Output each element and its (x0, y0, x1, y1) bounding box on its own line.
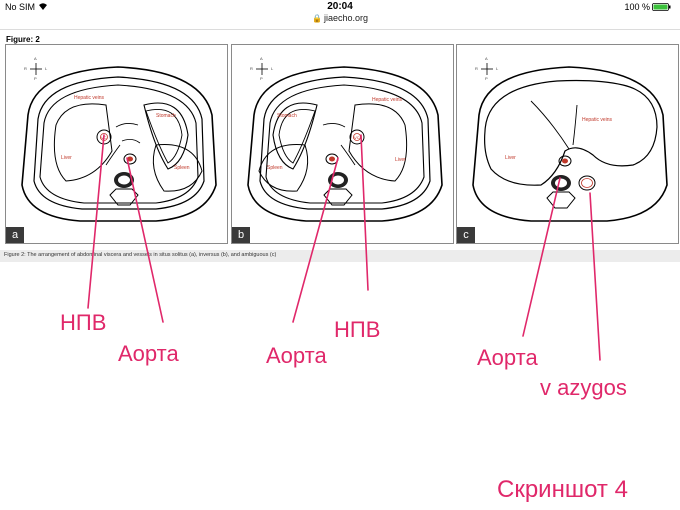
annotation-ivc-b: НПВ (334, 317, 381, 342)
line-aorta-a (126, 157, 164, 323)
compass-left: L (271, 66, 274, 71)
label-liver: Liver (505, 155, 516, 161)
line-ivc-b (360, 134, 369, 291)
anatomy-drawing-a (21, 63, 217, 222)
line-ivc-a (87, 134, 105, 309)
compass-right: R (24, 66, 27, 71)
compass-anterior: A (485, 56, 488, 61)
clock: 20:04 (327, 1, 353, 12)
label-stomach: Stomach (277, 113, 297, 119)
caption-bar (0, 250, 680, 262)
label-ivc: IVC (353, 135, 360, 140)
label-hepatic-veins: Hepatic veins (582, 117, 613, 123)
panel-letter-a: a (6, 227, 24, 243)
compass-posterior: P (34, 76, 37, 81)
label-spleen: Spleen (174, 165, 190, 171)
label-hepatic-veins: Hepatic veins (372, 97, 403, 103)
anatomy-drawing-c (472, 63, 668, 222)
battery-icon (652, 3, 671, 11)
line-aorta-c (522, 177, 561, 337)
address-bar[interactable]: 🔒jiaecho.org (0, 13, 680, 29)
label-spleen: Spleen (267, 165, 283, 171)
label-hepatic-veins: Hepatic veins (74, 95, 105, 101)
status-bar: No SIM 20:04 100 % (0, 0, 680, 14)
compass-right: R (250, 66, 253, 71)
figure-panel-a[interactable]: A P R L Hepatic veins Stomach Liver Sple… (5, 44, 228, 244)
annotation-ivc-a: НПВ (60, 310, 107, 335)
compass-posterior: P (485, 76, 488, 81)
compass-anterior: A (260, 56, 263, 61)
carrier-label: No SIM (5, 2, 36, 12)
figure-panel-c[interactable]: A P R L Hepatic veins Liver c (456, 44, 679, 244)
compass-left: L (496, 66, 499, 71)
figure-label: Figure: 2 (6, 35, 40, 44)
screenshot-label: Скриншот 4 (497, 476, 628, 503)
compass-right: R (475, 66, 478, 71)
anatomy-drawing-b (247, 63, 443, 222)
lock-icon: 🔒 (312, 14, 322, 23)
line-aorta-b (292, 157, 339, 323)
annotation-azygos-c: v azygos (540, 375, 627, 400)
battery-percent: 100 % (624, 2, 650, 12)
label-stomach: Stomach (156, 113, 176, 119)
annotation-aorta-b: Аорта (266, 343, 327, 368)
label-liver: Liver (61, 155, 72, 161)
figure-caption: Figure 2: The arrangement of abdominal v… (4, 252, 277, 258)
wifi-icon (39, 3, 47, 10)
figure-panel-b[interactable]: A P R L Hepatic veins Stomach Liver Sple… (231, 44, 454, 244)
panel-letter-c: c (457, 227, 475, 243)
annotation-aorta-a: Аорта (118, 341, 179, 366)
label-liver: Liver (395, 157, 406, 163)
url-text: jiaecho.org (323, 13, 368, 23)
compass-left: L (45, 66, 48, 71)
compass-anterior: A (34, 56, 37, 61)
line-azygos-c (589, 192, 601, 361)
panel-letter-b: b (232, 227, 250, 243)
compass-posterior: P (260, 76, 263, 81)
page-divider (0, 29, 680, 30)
annotation-aorta-c: Аорта (477, 345, 538, 370)
